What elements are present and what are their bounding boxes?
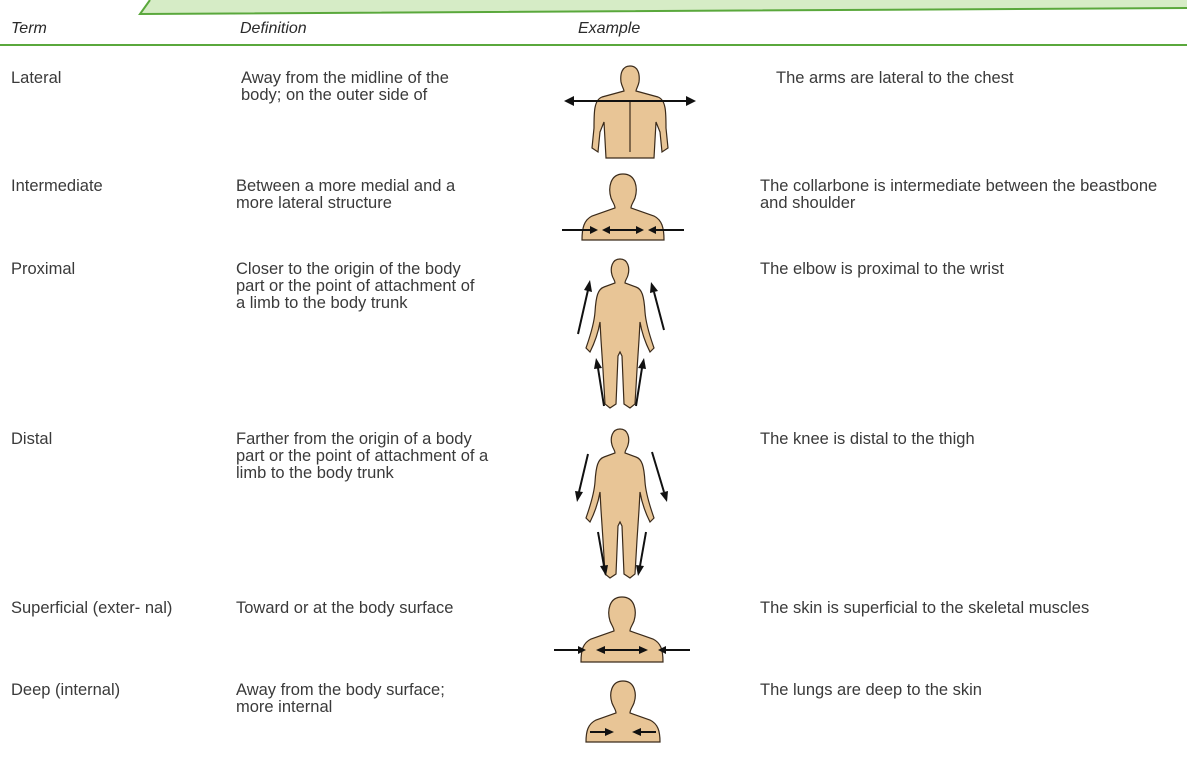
example-deep: The lungs are deep to the skin bbox=[760, 681, 982, 699]
intermediate-arrows-icon bbox=[558, 170, 688, 242]
definition-intermediate: Between a more medial and a more lateral… bbox=[236, 177, 456, 212]
definition-deep: Away from the body surface; more interna… bbox=[236, 681, 445, 716]
example-distal: The knee is distal to the thigh bbox=[760, 430, 975, 448]
term-proximal: Proximal bbox=[11, 260, 76, 278]
column-header-example: Example bbox=[578, 20, 641, 37]
deep-arrows-icon bbox=[578, 678, 668, 744]
column-header-definition: Definition bbox=[240, 20, 307, 37]
lateral-arrows-icon bbox=[560, 62, 700, 160]
proximal-arrows-icon bbox=[570, 256, 670, 412]
term-deep: Deep (internal) bbox=[11, 681, 121, 699]
example-intermediate: The collarbone is intermediate between t… bbox=[760, 177, 1158, 212]
term-superficial: Superficial (exter- nal) bbox=[11, 599, 173, 617]
term-intermediate: Intermediate bbox=[11, 177, 103, 195]
distal-arrows-icon bbox=[570, 426, 670, 582]
example-proximal: The elbow is proximal to the wrist bbox=[760, 260, 1004, 278]
definition-superficial: Toward or at the body surface bbox=[236, 599, 454, 617]
superficial-arrows-icon bbox=[552, 594, 692, 664]
definition-distal: Farther from the origin of a body part o… bbox=[236, 430, 489, 482]
term-lateral: Lateral bbox=[11, 69, 62, 87]
column-header-term: Term bbox=[11, 20, 47, 37]
term-distal: Distal bbox=[11, 430, 53, 448]
example-lateral: The arms are lateral to the chest bbox=[776, 69, 1014, 87]
header-rule bbox=[0, 44, 1187, 46]
definition-lateral: Away from the midline of the body; on th… bbox=[241, 69, 449, 104]
header-banner bbox=[138, 0, 1187, 16]
definition-proximal: Closer to the origin of the body part or… bbox=[236, 260, 475, 312]
example-superficial: The skin is superficial to the skeletal … bbox=[760, 599, 1090, 617]
